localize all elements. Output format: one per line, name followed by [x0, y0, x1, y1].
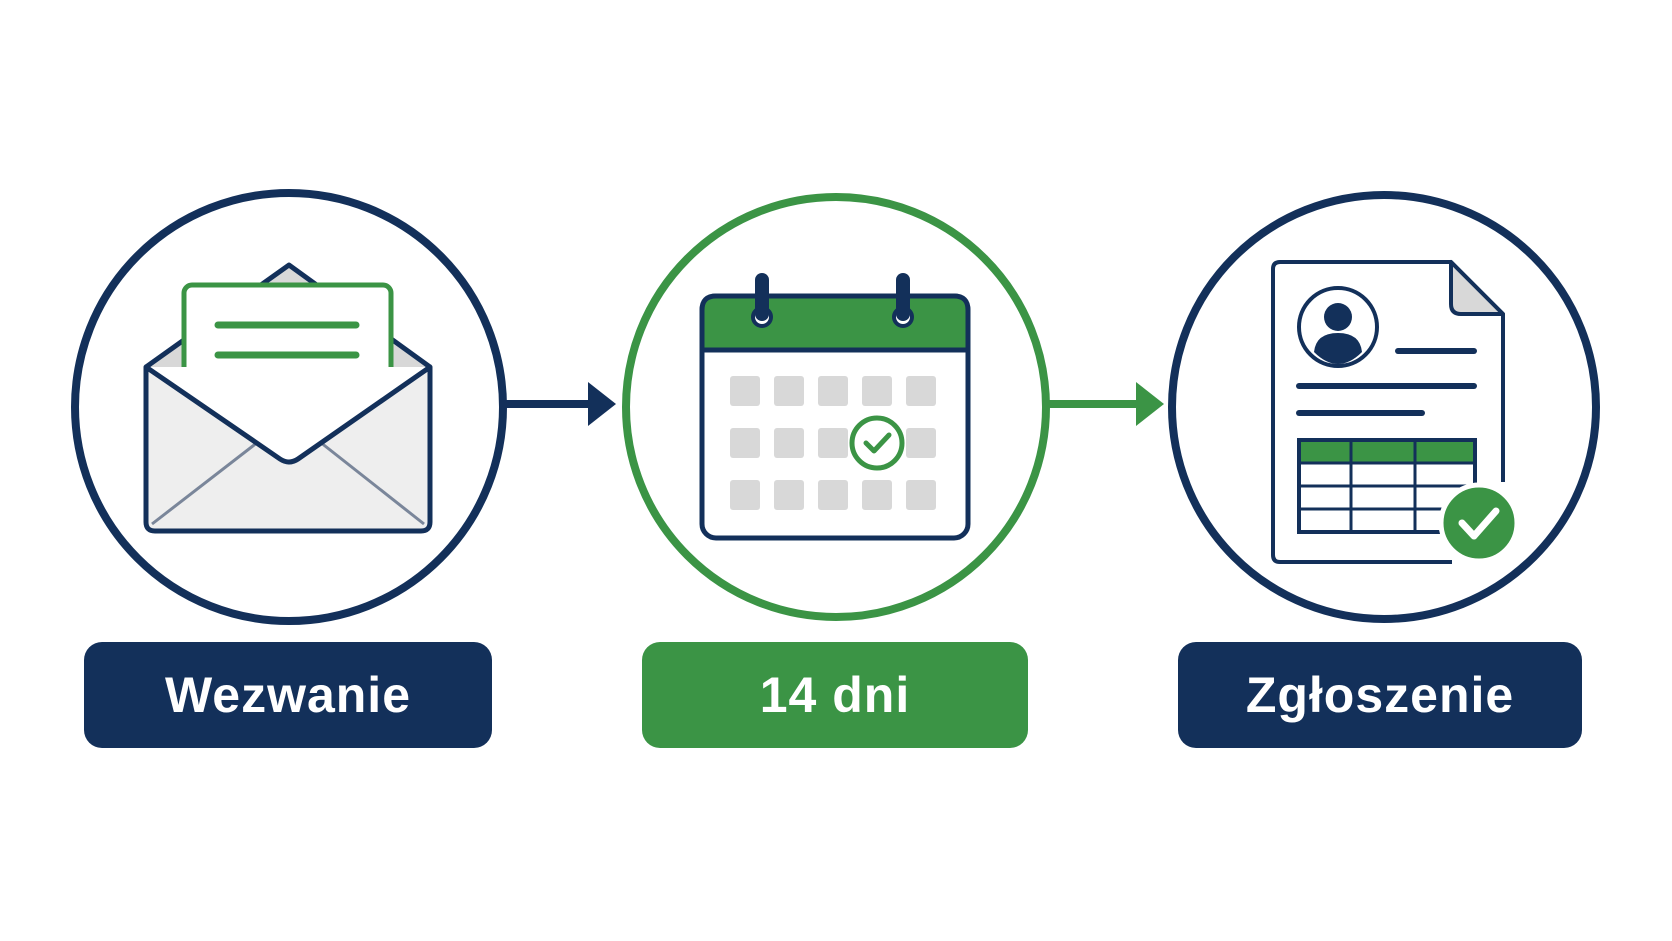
- envelope-letter-icon: [143, 262, 433, 534]
- step-circle-3: [1168, 191, 1600, 623]
- arrow-1-to-2: [502, 382, 616, 426]
- document-form-check-icon: [1271, 260, 1520, 564]
- calendar-check-icon: [699, 273, 971, 541]
- step-label-zgloszenie: Zgłoszenie: [1178, 642, 1582, 748]
- arrow-2-to-3: [1048, 382, 1164, 426]
- step-label-wezwanie: Wezwanie: [84, 642, 492, 748]
- step-label-14-dni: 14 dni: [642, 642, 1028, 748]
